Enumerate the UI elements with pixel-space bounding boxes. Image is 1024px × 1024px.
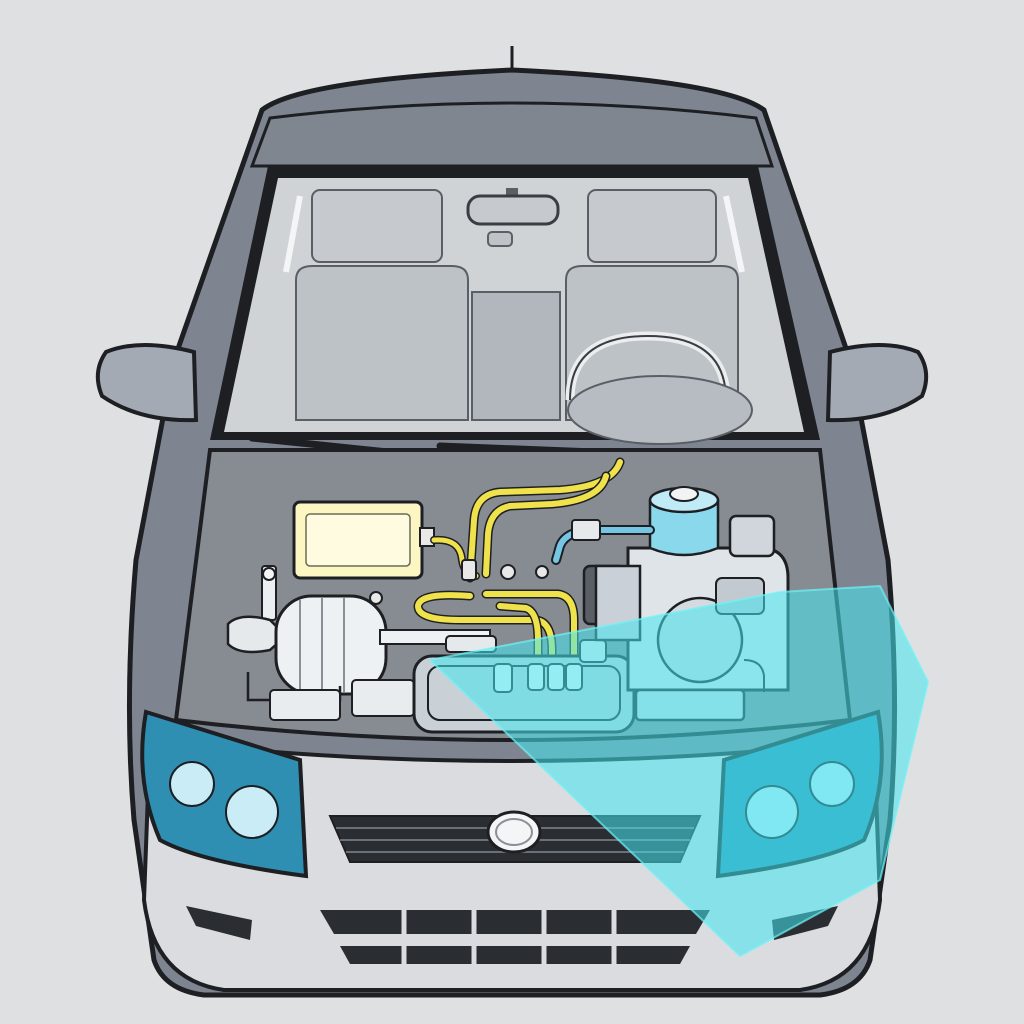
rear-seats (311, 189, 717, 263)
coolant-reservoir (648, 486, 720, 557)
rearview-mirror-icon (466, 188, 560, 247)
battery-icon (292, 500, 435, 580)
left-headlight (140, 709, 309, 879)
left-side-mirror (95, 343, 199, 423)
brake-booster (226, 594, 491, 721)
left-pillar (283, 195, 303, 273)
right-pillar (723, 195, 745, 273)
grille-emblem-icon (486, 810, 542, 854)
sensor-post (261, 565, 277, 621)
line-fittings (369, 559, 549, 605)
roof-panel (249, 101, 775, 168)
highlight-beam-edge (427, 584, 930, 958)
lower-grille-dividers (401, 908, 617, 966)
fog-light-slots (186, 906, 838, 940)
highlight-beam (430, 586, 928, 956)
right-side-mirror (825, 343, 929, 423)
steering-wheel-icon (565, 331, 753, 445)
